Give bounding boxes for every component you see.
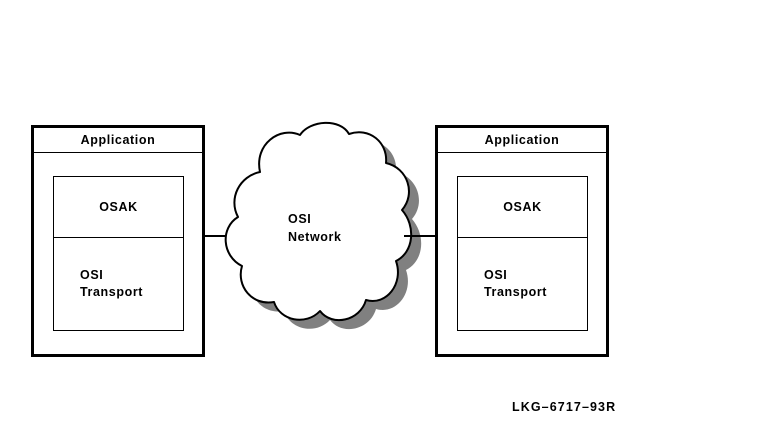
stack-layer-osi-transport-right: OSI Transport xyxy=(458,238,587,330)
protocol-stack-right-system: OSAK OSI Transport xyxy=(457,176,588,331)
protocol-stack-left-system: OSAK OSI Transport xyxy=(53,176,184,331)
stack-layer-osi-transport-left: OSI Transport xyxy=(54,238,183,330)
node-header-left-system: Application xyxy=(34,128,202,153)
stack-layer-osak-left: OSAK xyxy=(54,177,183,238)
figure-caption: LKG–6717–93R xyxy=(512,400,617,414)
node-box-left-system: Application OSAK OSI Transport xyxy=(31,125,205,357)
connector-cloud-to-right-system xyxy=(404,235,438,237)
osi-network-cloud: OSI Network xyxy=(214,118,424,363)
cloud-outline xyxy=(224,121,413,321)
stack-layer-label-osak-left: OSAK xyxy=(99,199,138,214)
node-header-right-system: Application xyxy=(438,128,606,153)
node-header-label-left-system: Application xyxy=(80,132,156,147)
connector-left-system-to-cloud xyxy=(205,235,225,237)
node-box-right-system: Application OSAK OSI Transport xyxy=(435,125,609,357)
stack-layer-label-osak-right: OSAK xyxy=(503,199,542,214)
stack-layer-label-osi-transport-right: OSI Transport xyxy=(484,268,548,299)
stack-layer-label-osi-transport-left: OSI Transport xyxy=(80,268,144,299)
stack-layer-osak-right: OSAK xyxy=(458,177,587,238)
node-header-label-right-system: Application xyxy=(484,132,560,147)
cloud-label: OSI Network xyxy=(288,212,342,245)
